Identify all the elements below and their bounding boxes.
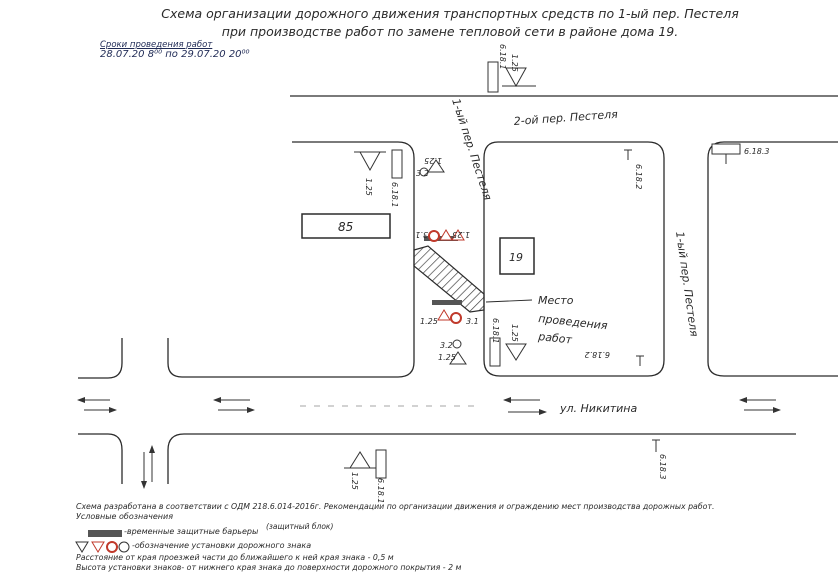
legend-barrier-note: (защитный блок) [266, 522, 334, 531]
detour-sign-icon [489, 337, 501, 367]
building-19 [499, 237, 535, 275]
sign-6181-bottom: 6.18.1 [376, 478, 385, 503]
work-site-label-3: работ [537, 330, 573, 347]
legend-heading: Условные обозначения [76, 512, 174, 521]
road-works-sign-icon [439, 229, 453, 241]
sign-32-site-top: 3.2 [416, 169, 429, 178]
warning-triangle-icon [505, 67, 527, 88]
sign-125-bottom: 1.25 [350, 472, 359, 490]
detour-sign-icon [375, 449, 387, 479]
detour-sign-right-icon [711, 143, 741, 155]
building-19-label: 19 [509, 251, 523, 264]
work-site-label-2: проведения [538, 312, 609, 332]
sign-6182-upper: 6.18.2 [634, 164, 643, 189]
warning-triangle-icon [449, 351, 467, 365]
legend-height-note: Высота установки знаков- от нижнего края… [76, 563, 462, 572]
sign-31-site-bottom: 3.1 [466, 317, 479, 326]
sign-125-site-top: 1.25 [424, 156, 442, 165]
legend-barrier-swatch [88, 530, 122, 537]
sign-6183-bottom: 6.18.3 [658, 454, 667, 479]
traffic-arrows [77, 397, 781, 489]
warning-sign-icon [451, 229, 465, 241]
sign-group-upper-left [354, 149, 403, 179]
title-line-2: при производстве работ по замене теплово… [221, 24, 679, 39]
redacted-area-left [16, 60, 238, 224]
speed-limit-sign-icon [452, 339, 462, 349]
legend-basis: Схема разработана в соответствии с ОДМ 2… [76, 502, 715, 511]
legend-distance-note: Расстояние от края проезжей части до бли… [76, 553, 394, 562]
street-first-pestel-right: 1-ый пер. Пестеля [673, 231, 701, 338]
sign-group-top [487, 61, 536, 93]
sign-6183-right: 6.18.3 [744, 147, 769, 156]
legend-barriers: -временные защитные барьеры [124, 527, 259, 536]
building-85-label: 85 [338, 220, 353, 234]
sign-6181-top: 6.18.1 [498, 44, 507, 69]
sign-6181-upper-left: 6.18.1 [390, 182, 399, 207]
work-site-area [413, 245, 485, 313]
sign-group-site-top [419, 159, 465, 242]
title-line-1: Схема организации дорожного движения тра… [161, 6, 739, 21]
sign-32-site-bottom: 3.2 [440, 341, 453, 350]
schedule-label: Сроки проведения работ [100, 40, 213, 50]
sign-125-site-bottom: 1.25 [420, 317, 438, 326]
building-85 [301, 213, 391, 239]
sign-125-top: 1.25 [510, 54, 519, 72]
sign-125-site-top-2: 1.25 [452, 230, 470, 239]
barrier-lower [432, 300, 462, 305]
no-entry-sign-icon [450, 312, 462, 324]
sign-6182-lower: 6.18.2 [585, 350, 610, 359]
schedule-value: 28.07.20 8⁰⁰ по 29.07.20 20⁰⁰ [100, 49, 250, 60]
road-edges [78, 95, 838, 484]
speed-limit-sign-icon [419, 167, 429, 177]
street-first-pestel-left: 1-ый пер. Пестеля [449, 97, 494, 202]
sign-125-site-bottom-3: 1.25 [510, 324, 519, 342]
sign-group-bottom-left [344, 449, 387, 479]
road-works-sign-icon [437, 309, 451, 321]
legend-sign-symbols [75, 541, 130, 553]
warning-triangle-icon [359, 151, 381, 172]
sign-125-upper-left: 1.25 [364, 178, 373, 196]
detour-sign-top-icon [487, 61, 499, 93]
work-site-pointer [485, 299, 533, 303]
sign-125-site-bottom-2: 1.25 [438, 353, 456, 362]
sign-group-site-bottom [437, 309, 527, 367]
work-site-label-1: Место [538, 294, 574, 307]
legend-signs-install: -обозначение установки дорожного знака [132, 541, 312, 550]
warning-triangle-icon [427, 159, 445, 173]
sign-6181-site-bottom: 6.18.1 [491, 318, 500, 343]
no-entry-sign-icon [428, 230, 440, 242]
sign-31-site-top: 3.1 [415, 230, 428, 239]
street-second-pestel: 2-ой пер. Пестеля [513, 108, 618, 128]
street-nikitina: ул. Никитина [559, 402, 637, 415]
warning-triangle-icon [349, 451, 371, 469]
redacted-area-right [688, 38, 836, 94]
warning-triangle-icon [505, 343, 527, 361]
detour-sign-icon [391, 149, 403, 179]
